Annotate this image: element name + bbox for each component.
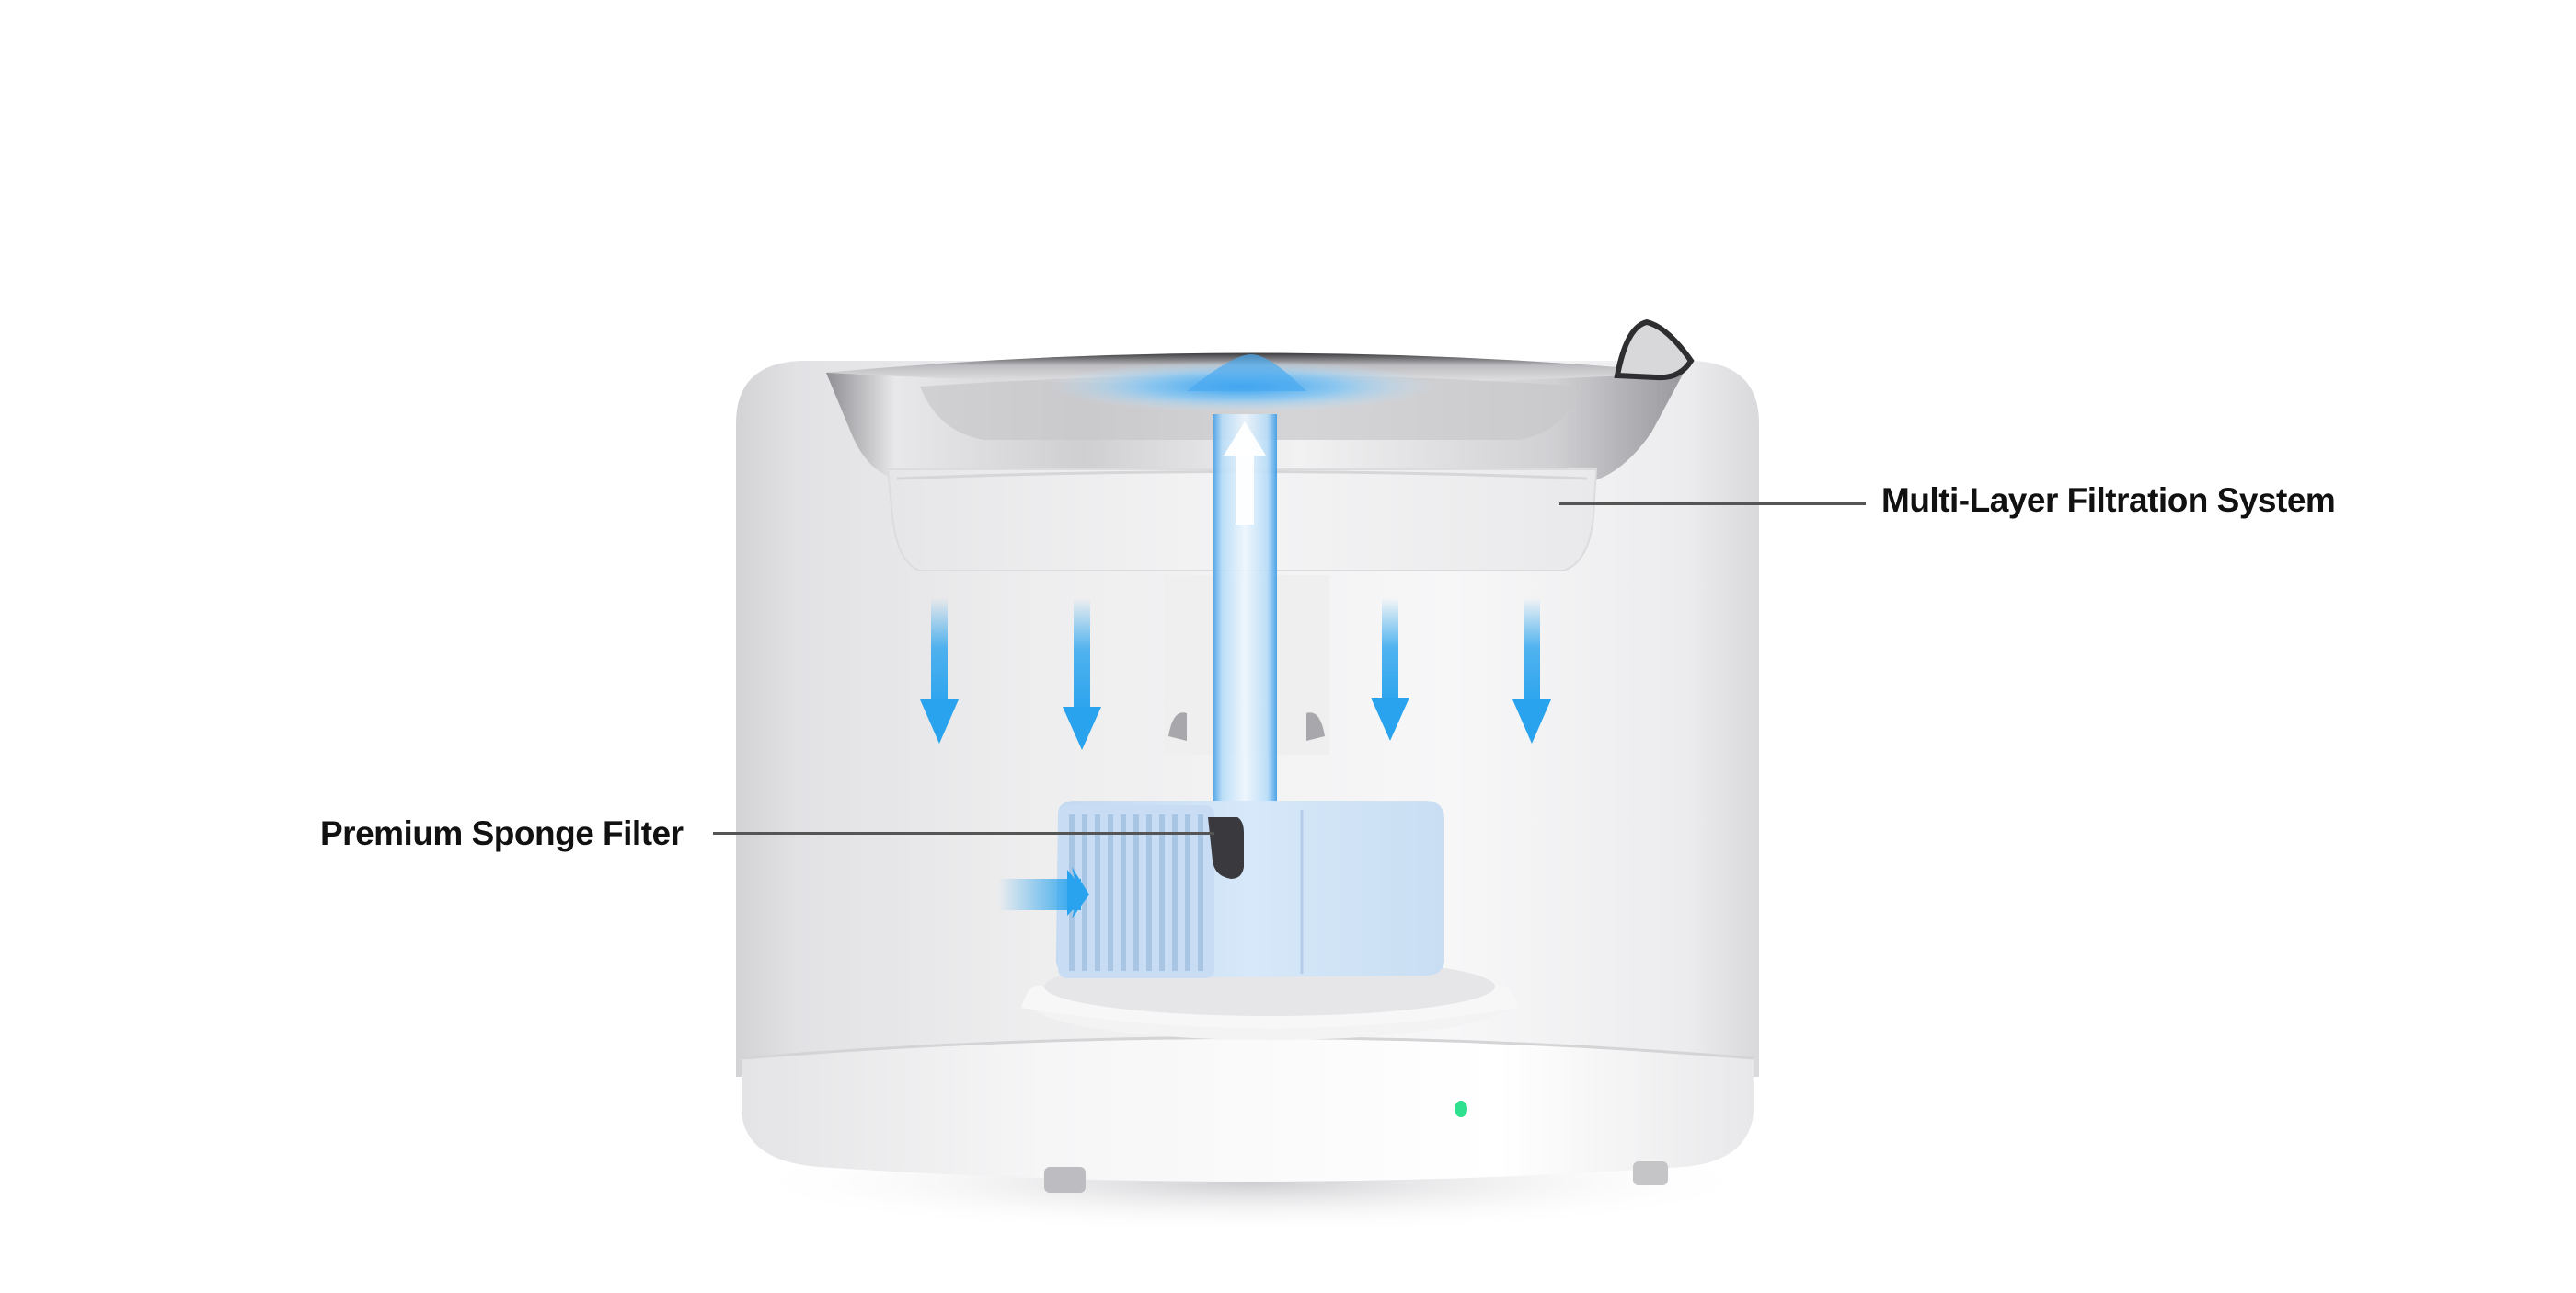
foot bbox=[1633, 1161, 1668, 1185]
arrow-right-icon bbox=[998, 867, 1089, 918]
sponge-material bbox=[1208, 817, 1244, 879]
spout bbox=[1614, 318, 1695, 381]
arrow-down-icon bbox=[1512, 598, 1551, 744]
callout-line-filtration bbox=[1559, 502, 1866, 505]
fountain-base bbox=[742, 1037, 1754, 1182]
arrow-down-icon bbox=[920, 598, 959, 744]
callout-label-sponge: Premium Sponge Filter bbox=[320, 814, 684, 852]
callout-label-filtration: Multi-Layer Filtration System bbox=[1881, 481, 2336, 519]
sponge-filter-cartridge bbox=[1056, 801, 1444, 978]
arrow-down-icon bbox=[1063, 598, 1101, 750]
arrow-up-icon bbox=[1224, 421, 1266, 525]
arrow-down-icon bbox=[1371, 598, 1409, 741]
foot bbox=[1044, 1167, 1086, 1193]
callout-line-sponge bbox=[713, 832, 1214, 835]
status-led bbox=[1455, 1101, 1467, 1117]
